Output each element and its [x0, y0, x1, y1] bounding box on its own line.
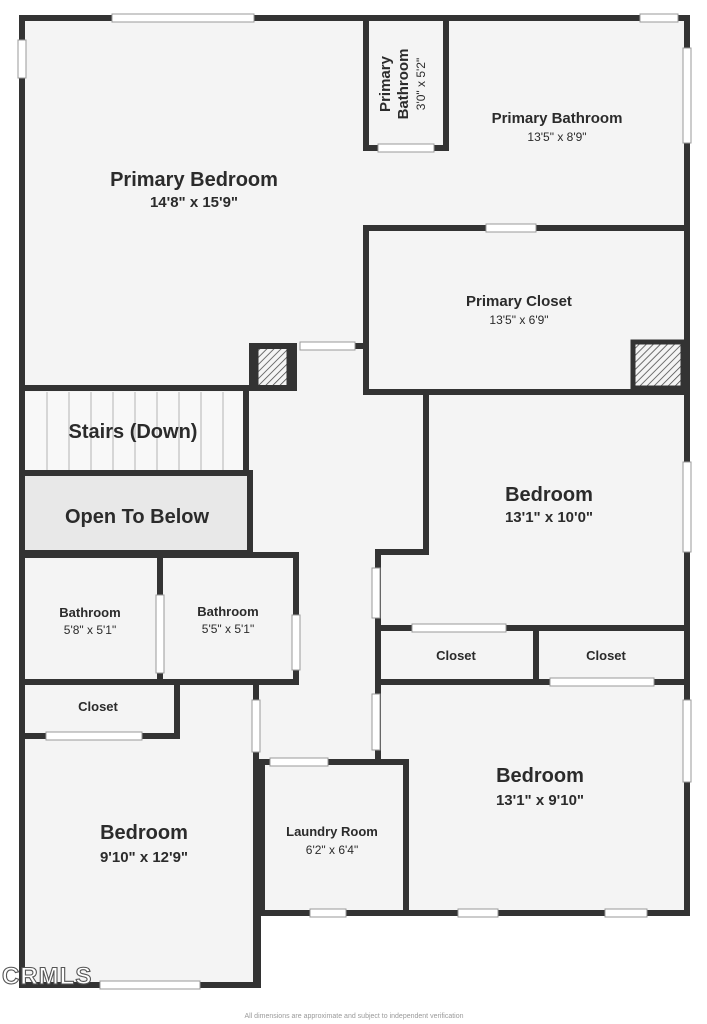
hatched-column-right: [630, 339, 686, 391]
windows: [17, 13, 692, 990]
watermark-logo: CRMLS: [2, 963, 92, 990]
primary-bathroom-small-label-line2: Bathroom: [395, 49, 412, 120]
primary-bathroom-dims: 13'5" x 8'9": [527, 130, 586, 144]
bathroom-right-label: Bathroom: [197, 604, 258, 619]
primary-bathroom-label: Primary Bathroom: [492, 110, 623, 127]
closet-left-label: Closet: [78, 699, 118, 714]
bedroom-lower-right-dims: 13'1" x 9'10": [496, 792, 584, 809]
primary-bedroom-label: Primary Bedroom: [110, 169, 278, 191]
primary-bathroom-small-label-group: Primary Bathroom 3'0" x 5'2": [377, 49, 428, 120]
bedroom-lower-right-label: Bedroom: [496, 765, 584, 787]
primary-bathroom-small-dims: 3'0" x 5'2": [414, 58, 428, 110]
open-to-below-fill: [25, 476, 250, 552]
bedroom-upper-right-dims: 13'1" x 10'0": [505, 509, 593, 526]
primary-closet-label: Primary Closet: [466, 293, 572, 310]
bathroom-left-label: Bathroom: [59, 605, 120, 620]
closet-mid-right-label: Closet: [586, 648, 626, 663]
bathroom-left-dims: 5'8" x 5'1": [64, 623, 116, 637]
bedroom-upper-right-label: Bedroom: [505, 484, 593, 506]
room-labels: Primary Bedroom 14'8" x 15'9" Primary Ba…: [59, 49, 626, 866]
primary-bathroom-small-label-line1: Primary: [377, 55, 394, 112]
stairs-label: Stairs (Down): [69, 421, 198, 443]
bedroom-lower-left-dims: 9'10" x 12'9": [100, 849, 188, 866]
footer-note: All dimensions are approximate and subje…: [244, 1013, 463, 1020]
primary-bedroom-dims: 14'8" x 15'9": [150, 194, 238, 211]
primary-closet-dims: 13'5" x 6'9": [489, 313, 548, 327]
laundry-room-dims: 6'2" x 6'4": [306, 843, 358, 857]
floor-fills: [22, 18, 687, 985]
doors: [45, 143, 655, 767]
hatched-column-left: [253, 343, 292, 391]
laundry-room-label: Laundry Room: [286, 824, 378, 839]
closet-mid-left-label: Closet: [436, 648, 476, 663]
open-to-below-label: Open To Below: [65, 506, 210, 528]
bathroom-right-dims: 5'5" x 5'1": [202, 622, 254, 636]
bedroom-lower-left-label: Bedroom: [100, 822, 188, 844]
